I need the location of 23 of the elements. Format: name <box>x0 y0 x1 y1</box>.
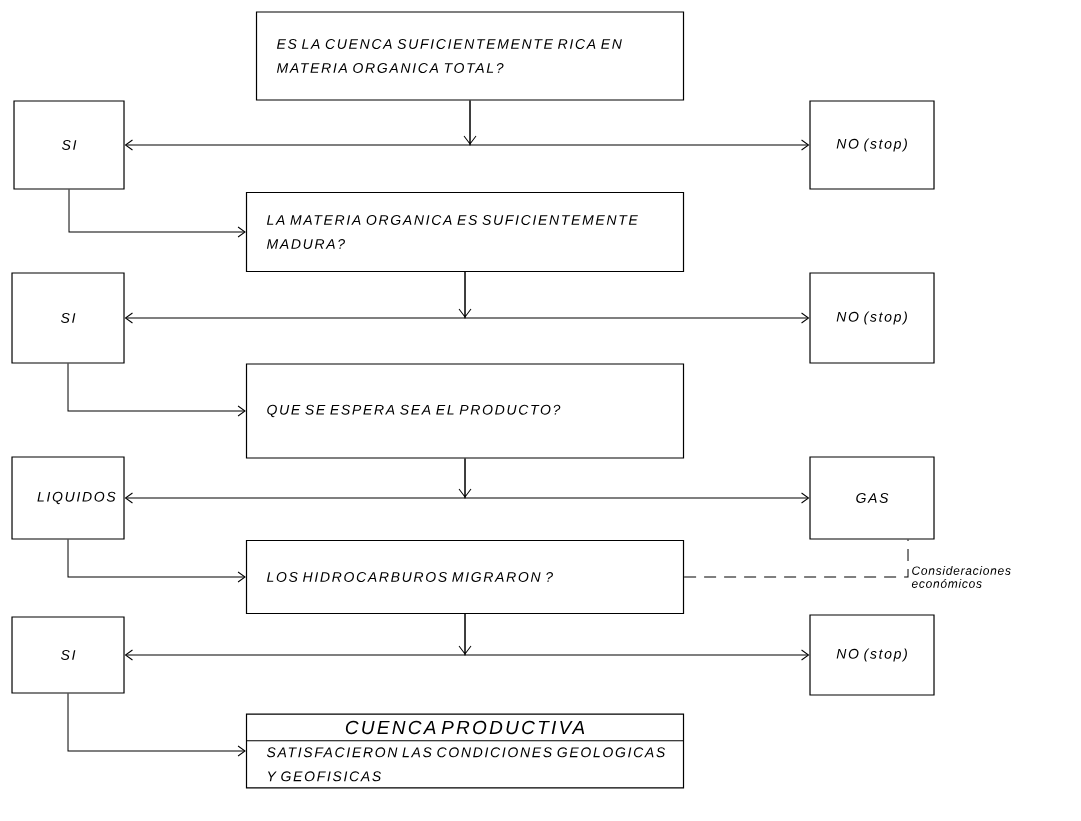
arrow <box>464 458 810 504</box>
answer-box: NO (stop) <box>809 272 935 364</box>
question-box: LA MATERIA ORGANICA ES SUFICIENTEMENTE MADURA? <box>245 191 685 273</box>
arrow <box>469 100 810 151</box>
answer-box: GAS <box>809 456 935 540</box>
question-box: QUE SE ESPERA SEA EL PRODUCTO? <box>245 363 685 459</box>
answer-box: SI <box>11 272 125 364</box>
answer-box: SI <box>11 616 125 694</box>
arrow <box>67 539 246 583</box>
dashed-line <box>683 539 909 578</box>
arrow <box>464 613 810 661</box>
result-box: CUENCA PRODUCTIVA SATISFACIERON LAS CONDICIONES GEOLOGICAS Y GEOFISICAS <box>245 713 685 789</box>
question-box: ES LA CUENCA SUFICIENTEMENTE RICA EN MATERIA ORGANICA TOTAL? <box>255 11 685 101</box>
arrow <box>67 363 246 417</box>
answer-box: LIQUIDOS <box>11 456 125 540</box>
question-box: LOS HIDROCARBUROS MIGRARON ? <box>245 539 685 615</box>
arrow <box>67 693 246 757</box>
answer-box: SI <box>13 100 125 190</box>
edge-label: Consideraciones económicos <box>911 566 1011 588</box>
arrow <box>68 189 246 238</box>
answer-box: NO (stop) <box>809 614 935 696</box>
arrow <box>464 271 810 324</box>
answer-box: NO (stop) <box>809 100 935 190</box>
